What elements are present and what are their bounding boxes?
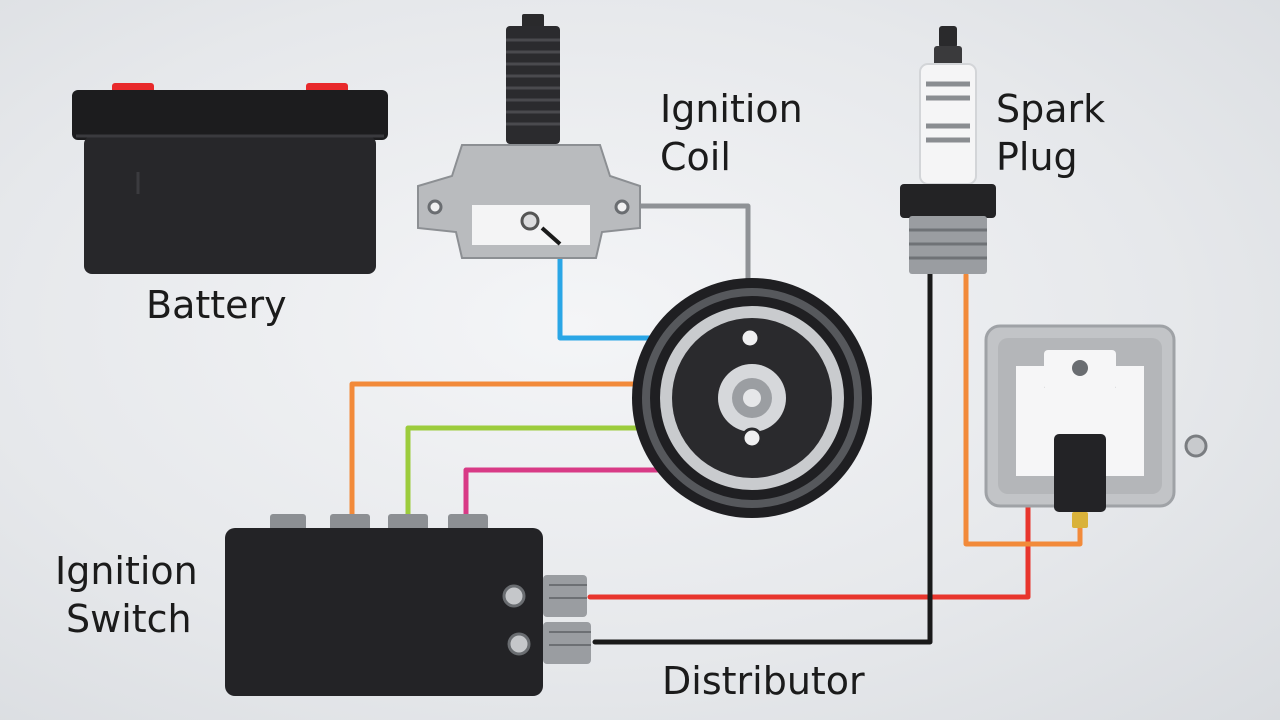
ignition-switch-label-line2: Switch <box>66 597 192 641</box>
distributor-cap-ring <box>642 288 862 508</box>
module-side-screw <box>1184 434 1208 458</box>
wire-magenta-switch-to-distributor <box>463 467 698 521</box>
switch-screw-lower <box>507 632 531 656</box>
spark-plug-label-line1: Spark <box>996 87 1106 131</box>
plug-terminal-tip <box>939 26 957 48</box>
wire-gray-coil-to-distributor <box>617 203 751 303</box>
coil-mount-screw-left <box>427 199 443 215</box>
plug-threads <box>909 228 987 260</box>
wire-orange-spark-plug-to-module <box>963 272 1083 547</box>
distributor-terminal-lower <box>741 427 763 449</box>
coil-tower-cap <box>522 14 544 28</box>
ignition-coil <box>417 14 641 259</box>
distributor-label: Distributor <box>662 659 865 703</box>
spark-plug <box>900 26 996 274</box>
battery-body <box>84 136 376 274</box>
distributor <box>632 278 872 518</box>
plug-insulator-ribs <box>926 81 970 143</box>
switch-connector-upper <box>543 575 587 617</box>
ignition-coil-label-line1: Ignition <box>660 87 803 131</box>
coil-mount-screw-right <box>614 199 630 215</box>
switch-connector-grooves <box>549 584 591 646</box>
module-plug-tip <box>1072 512 1088 528</box>
wire-orange-switch-to-distributor <box>349 381 723 521</box>
switch-connector-lower <box>543 622 591 664</box>
ignition-switch <box>225 514 591 696</box>
switch-body <box>225 528 543 696</box>
distributor-terminal-top <box>739 327 761 349</box>
control-module <box>984 324 1208 528</box>
distributor-hub-center <box>743 389 761 407</box>
plug-hex-nut <box>900 184 996 218</box>
battery-label: Battery <box>146 283 287 327</box>
coil-tower <box>506 26 560 144</box>
battery-lid <box>72 90 388 140</box>
switch-screw-upper <box>502 584 526 608</box>
module-plug-connector <box>1054 434 1106 512</box>
plug-terminal-nut <box>934 46 962 66</box>
module-face-plate <box>1016 366 1144 476</box>
wire-black-switch-to-spark-plug <box>592 269 933 645</box>
coil-lead-stub <box>540 226 562 246</box>
module-top-screw <box>1072 360 1088 376</box>
coil-tower-ribs <box>506 38 560 126</box>
spark-plug-label-line2: Plug <box>996 135 1078 179</box>
ignition-switch-label-line1: Ignition <box>55 549 198 593</box>
wire-green-switch-to-distributor <box>405 425 738 521</box>
battery <box>72 83 388 274</box>
coil-primary-terminal <box>520 211 540 231</box>
ignition-coil-label-line2: Coil <box>660 135 731 179</box>
